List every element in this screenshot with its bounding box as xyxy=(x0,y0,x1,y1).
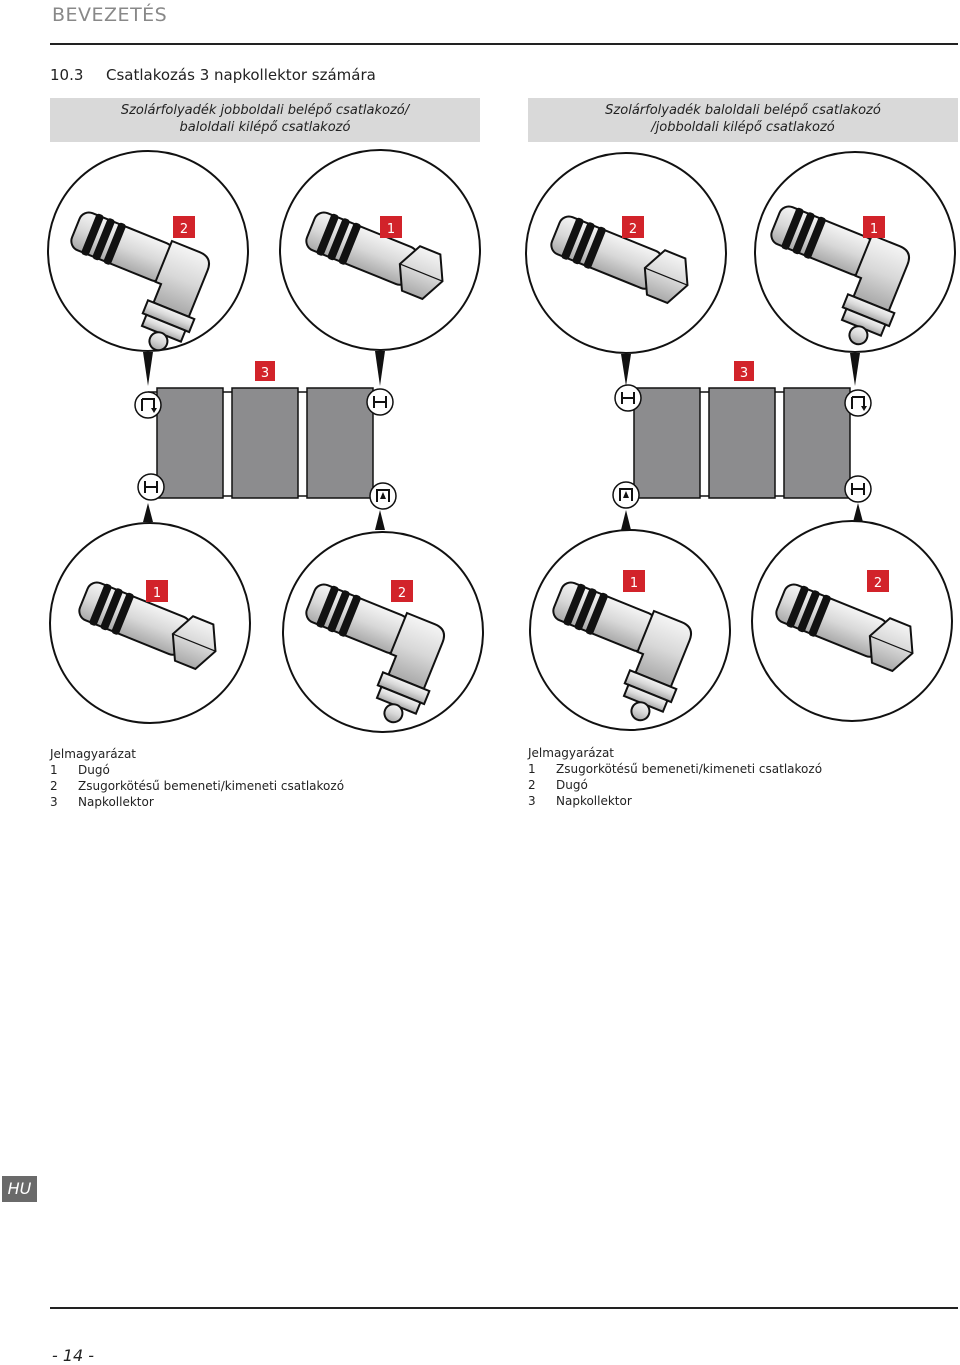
badge-right-bottom-a xyxy=(623,570,645,592)
right-bottom-plug-pointer xyxy=(853,503,863,522)
connection-diagram: 2 1 3 1 2 2 1 xyxy=(43,149,956,733)
legend-left-item-text: Napkollektor xyxy=(78,795,154,809)
badge-right-bottom-b xyxy=(867,570,889,592)
legend-left: Jelmagyarázat 1 Dugó 2 Zsugorkötésű beme… xyxy=(50,746,344,810)
badge-left-top-a xyxy=(173,216,195,238)
left-bottom-elbow-pointer xyxy=(375,510,385,530)
right-plug-symbol-bottom xyxy=(844,475,872,503)
legend-right-item-text: Zsugorkötésű bemeneti/kimeneti csatlakoz… xyxy=(556,762,823,776)
section-header: BEVEZETÉS xyxy=(52,4,168,26)
left-bottom-plug-detail xyxy=(49,522,251,724)
left-bottom-plug-pointer xyxy=(143,503,153,522)
left-top-plug-pointer xyxy=(375,351,385,386)
caption-right-line-1: Szolárfolyadék baloldali belépő csatlako… xyxy=(605,103,881,118)
badge-left-collector xyxy=(255,361,275,381)
legend-left-item: 1 Dugó xyxy=(50,762,344,778)
left-plug-symbol-top xyxy=(366,388,394,416)
legend-right-item-text: Dugó xyxy=(556,778,588,792)
left-plug-symbol-bottom xyxy=(137,473,165,501)
legend-left-item: 2 Zsugorkötésű bemeneti/kimeneti csatlak… xyxy=(50,778,344,794)
label-right-collector: 3 xyxy=(740,366,748,381)
bottom-divider xyxy=(50,1307,958,1309)
legend-right-item: 2 Dugó xyxy=(528,777,822,793)
caption-left-line-1: Szolárfolyadék jobboldali belépő csatlak… xyxy=(120,103,410,118)
section-number: 10.3 xyxy=(50,66,84,84)
left-inlet-arrow-symbol xyxy=(134,391,162,419)
label-right-bottom-a: 1 xyxy=(630,576,638,591)
label-left-collector: 3 xyxy=(261,366,269,381)
legend-right-item-number: 2 xyxy=(528,778,536,792)
legend-left-item-text: Dugó xyxy=(78,763,110,777)
right-bottom-plug-detail xyxy=(751,520,953,722)
right-inlet-arrow-symbol xyxy=(844,389,872,417)
legend-left-item-number: 3 xyxy=(50,795,58,809)
left-top-plug-detail xyxy=(279,149,481,351)
label-right-top-a: 2 xyxy=(629,222,637,237)
right-top-plug-detail xyxy=(525,152,727,354)
legend-left-item-number: 2 xyxy=(50,779,58,793)
right-top-elbow-detail xyxy=(743,151,956,354)
page-number: - 14 - xyxy=(52,1346,95,1365)
badge-left-top-b xyxy=(380,216,402,238)
caption-right: Szolárfolyadék baloldali belépő csatlako… xyxy=(528,98,958,142)
right-collector-array xyxy=(626,387,858,499)
label-left-bottom-a: 1 xyxy=(153,586,161,601)
right-outlet-arrow-symbol xyxy=(612,481,640,509)
left-collector-array xyxy=(148,387,380,499)
right-top-elbow-pointer xyxy=(850,353,860,386)
section-title: Csatlakozás 3 napkollektor számára xyxy=(106,66,376,84)
legend-left-item-text: Zsugorkötésű bemeneti/kimeneti csatlakoz… xyxy=(78,779,345,793)
legend-right-item-number: 3 xyxy=(528,794,536,808)
caption-right-line-2: /jobboldali kilépő csatlakozó xyxy=(651,120,835,135)
caption-left-line-2: baloldali kilépő csatlakozó xyxy=(179,120,351,135)
left-top-elbow-pointer xyxy=(143,352,153,386)
badge-right-top-a xyxy=(622,216,644,238)
legend-left-title: Jelmagyarázat xyxy=(50,747,137,761)
legend-right-item-text: Napkollektor xyxy=(556,794,632,808)
badge-left-bottom-a xyxy=(146,580,168,602)
right-plug-symbol-top xyxy=(614,384,642,412)
left-outlet-arrow-symbol xyxy=(369,482,397,510)
legend-right-item: 3 Napkollektor xyxy=(528,793,822,809)
badge-left-bottom-b xyxy=(391,580,413,602)
label-left-bottom-b: 2 xyxy=(398,586,406,601)
language-badge: HU xyxy=(2,1176,37,1202)
top-divider xyxy=(50,43,958,45)
right-bottom-elbow-pointer xyxy=(621,510,631,530)
label-left-top-b: 1 xyxy=(387,222,395,237)
legend-left-item: 3 Napkollektor xyxy=(50,794,344,810)
legend-right-title: Jelmagyarázat xyxy=(528,746,615,760)
label-left-top-a: 2 xyxy=(180,222,188,237)
right-bottom-elbow-detail xyxy=(525,529,731,731)
left-top-elbow-detail xyxy=(43,150,249,360)
label-right-top-b: 1 xyxy=(870,222,878,237)
legend-left-item-number: 1 xyxy=(50,763,58,777)
left-bottom-elbow-detail xyxy=(278,531,484,733)
badge-right-collector xyxy=(734,361,754,381)
caption-left: Szolárfolyadék jobboldali belépő csatlak… xyxy=(50,98,480,142)
right-top-plug-pointer xyxy=(621,354,631,386)
legend-right-item-number: 1 xyxy=(528,762,536,776)
badge-right-top-b xyxy=(863,216,885,238)
legend-right-item: 1 Zsugorkötésű bemeneti/kimeneti csatlak… xyxy=(528,761,822,777)
label-right-bottom-b: 2 xyxy=(874,576,882,591)
legend-right: Jelmagyarázat 1 Zsugorkötésű bemeneti/ki… xyxy=(528,745,822,809)
